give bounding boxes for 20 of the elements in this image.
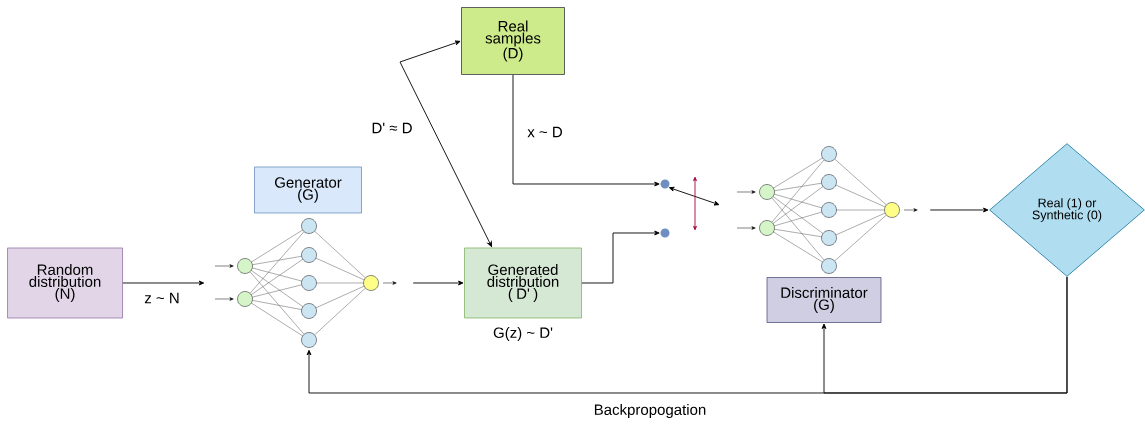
process-box: Generated distribution ( D' ) xyxy=(464,247,582,319)
node-caption: G(z) ~ D' xyxy=(493,327,553,341)
arrow xyxy=(581,230,660,284)
arrow xyxy=(399,40,493,247)
edge-label: z ~ N xyxy=(143,291,181,305)
process-box: Real samples (D) xyxy=(461,7,565,75)
process-box: Random distribution (N) xyxy=(7,247,123,319)
edge-label: Backpropogation xyxy=(592,403,708,419)
title-box: Generator (G) xyxy=(254,166,362,214)
edge-label: D' ≈ D xyxy=(370,121,414,135)
arrow xyxy=(306,276,1068,394)
neural-network-drawing xyxy=(214,218,397,348)
edge-label: x ~ D xyxy=(526,125,564,139)
arrow xyxy=(929,207,989,213)
neural-network-drawing xyxy=(736,146,918,274)
arrow xyxy=(668,186,720,206)
arrow xyxy=(412,280,464,286)
arrow xyxy=(512,74,660,187)
arrow xyxy=(122,280,205,286)
title-box: Discriminator (G) xyxy=(766,277,882,323)
